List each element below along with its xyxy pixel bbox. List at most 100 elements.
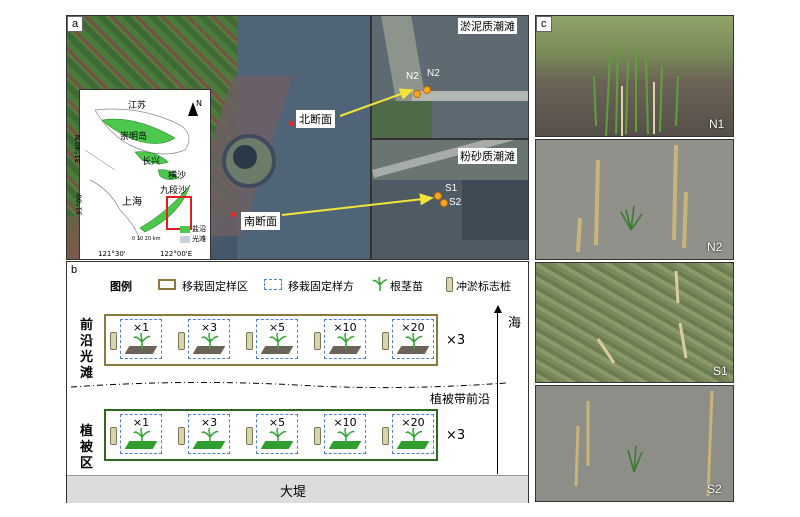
point-s2-marker: [440, 199, 448, 207]
s2-stakes: [574, 390, 714, 497]
quadrat: ×10: [324, 319, 366, 359]
stake-marker: [178, 427, 185, 445]
legend-flat-swatch: [180, 236, 190, 243]
north-arrow-label: N: [196, 99, 202, 108]
legend-salt-label: 盐沼: [192, 225, 206, 233]
muddy-flat-image: 淤泥质潮滩 N2 N2: [371, 15, 529, 139]
inset-label-shanghai: 上海: [122, 197, 142, 208]
panel-a: 江苏 崇明岛 长兴 横沙 九段沙 上海 N 31°40'N 31°00' 121…: [66, 15, 371, 260]
inset-lat-1: 31°40'N: [74, 134, 83, 164]
quadrat-density-label: ×10: [333, 416, 357, 429]
road-strip: [412, 91, 528, 101]
stake-marker: [314, 332, 321, 350]
legend-label-quadrat: 移栽固定样方: [288, 280, 354, 293]
north-section-marker: [289, 121, 294, 126]
seedling-icon: [133, 428, 151, 444]
sandy-flat-label: 粉砂质潮滩: [458, 148, 517, 164]
quadrat-density-label: ×10: [333, 321, 357, 334]
point-n2-marker-a: [413, 90, 421, 98]
inset-label-jiangsu: 江苏: [128, 101, 147, 111]
photo-s1: S1: [535, 262, 734, 383]
s1-stakes: [596, 270, 688, 364]
zone-veg-char-2: 被: [80, 440, 94, 455]
south-section-marker: [231, 212, 236, 217]
point-label-s2: S2: [449, 197, 462, 208]
inset-map-svg: [84, 108, 191, 241]
quadrat: ×5: [256, 414, 298, 454]
sandy-channel: [462, 180, 528, 240]
zone-veg-char-1: 植: [80, 424, 94, 439]
quadrat: ×20: [392, 414, 434, 454]
stake-marker: [246, 332, 253, 350]
inset-lat-2: 31°00': [75, 192, 84, 216]
quadrat: ×1: [120, 414, 162, 454]
grass-strip: [372, 101, 432, 138]
inset-lon-2: 122°00'E: [160, 250, 193, 258]
photo-label-n2: N2: [707, 240, 723, 254]
seedling-icon: [201, 428, 219, 444]
photo-n2: N2: [535, 139, 734, 260]
dike-band: [67, 475, 528, 503]
quadrat: ×20: [392, 319, 434, 359]
stake-marker: [246, 427, 253, 445]
legend-label-zone: 移栽固定样区: [182, 280, 248, 293]
inset-scale: 0 10 20 km: [132, 236, 161, 242]
reed-stems: [593, 45, 679, 136]
quadrat: ×10: [324, 414, 366, 454]
seedling-icon: [337, 333, 355, 349]
repeat-veg-label: ×3: [446, 428, 466, 443]
stake-marker: [382, 332, 389, 350]
quadrat-density-label: ×1: [132, 416, 150, 429]
zone-front-char-1: 前: [80, 318, 94, 333]
inset-map: 江苏 崇明岛 长兴 横沙 九段沙 上海 N 31°40'N 31°00' 121…: [74, 89, 211, 259]
seedling-icon: [201, 333, 219, 349]
inset-label-changxing: 长兴: [142, 157, 161, 167]
quadrat-density-label: ×3: [200, 321, 218, 334]
legend-label-seedling: 根茎苗: [390, 280, 423, 293]
front-zone-plot: [104, 314, 438, 366]
stake-marker: [178, 332, 185, 350]
point-label-n2-b: N2: [427, 68, 440, 79]
photo-s2: S2: [535, 385, 734, 502]
seedling-icon: [405, 428, 423, 444]
photo-label-s2: S2: [707, 482, 722, 496]
study-area-box: [166, 196, 192, 230]
quadrat: ×5: [256, 319, 298, 359]
stake-icon: [446, 277, 453, 292]
stake-marker: [110, 427, 117, 445]
veg-edge-line: [70, 381, 507, 389]
ring-feature: [222, 134, 276, 188]
photo-label-n1: N1: [709, 117, 725, 131]
point-s1-marker: [434, 192, 442, 200]
muddy-flat-label: 淤泥质潮滩: [458, 18, 517, 34]
quadrat-density-label: ×20: [401, 416, 425, 429]
dashed-rect-icon: [264, 279, 282, 290]
solid-rect-icon: [158, 279, 176, 290]
dike-label: 大堤: [280, 485, 307, 500]
seedling-icon: [269, 333, 287, 349]
seedling-icon: [337, 428, 355, 444]
sea-arrow-shaft: [497, 312, 498, 474]
veg-zone-plot: [104, 409, 438, 461]
zone-front-char-4: 滩: [80, 366, 94, 381]
south-section-label: 南断面: [241, 212, 280, 230]
quadrat-density-label: ×5: [268, 321, 286, 334]
quadrat-density-label: ×20: [401, 321, 425, 334]
quadrat-density-label: ×3: [200, 416, 218, 429]
photo-label-s1: S1: [713, 364, 728, 378]
legend-flat-label: 光滩: [192, 235, 206, 243]
north-arrow-icon: [188, 102, 198, 116]
quadrat: ×3: [188, 319, 230, 359]
n2-stakes: [576, 144, 688, 253]
seedling-icon: [372, 277, 388, 291]
seedling-icon: [133, 333, 151, 349]
ring-lake: [233, 145, 257, 169]
panel-b: [66, 261, 529, 503]
zone-veg-char-3: 区: [80, 456, 94, 471]
point-label-s1: S1: [445, 183, 458, 194]
legend-label-stake: 冲淤标志桩: [456, 280, 511, 293]
panel-c-label: c: [536, 16, 552, 32]
sea-label: 海: [508, 316, 522, 331]
sea-arrow-head-icon: [494, 305, 502, 313]
legend-title: 图例: [110, 280, 132, 293]
